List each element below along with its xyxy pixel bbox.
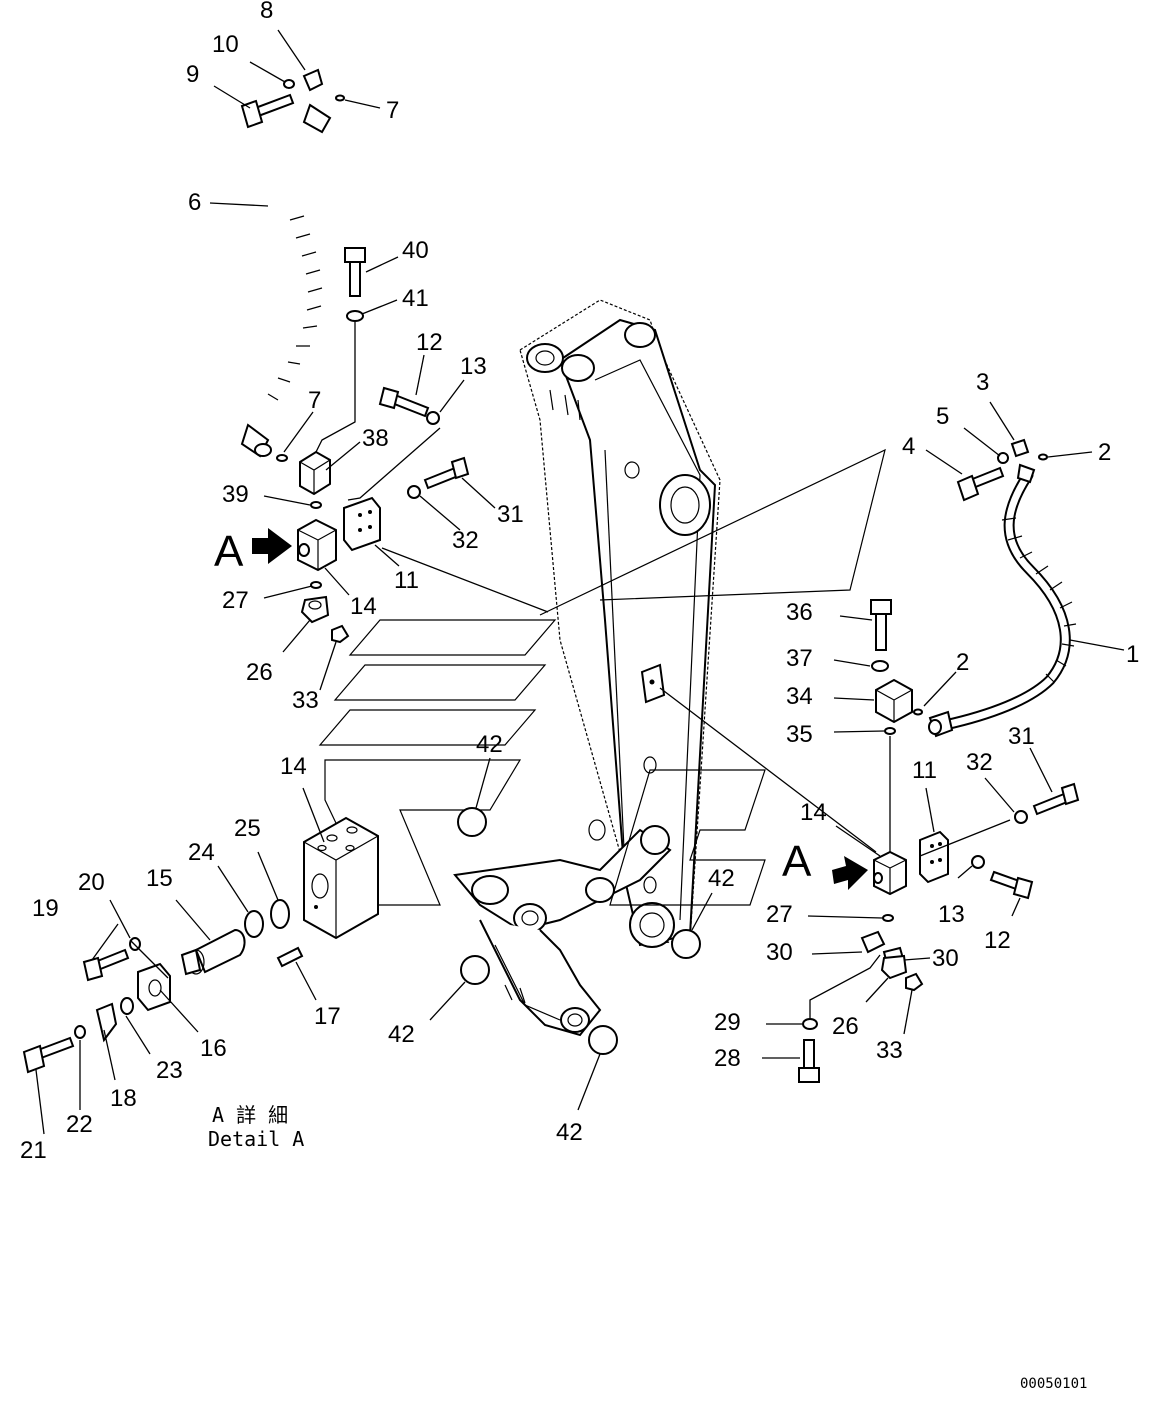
watermark-outline <box>318 448 886 906</box>
callout-11: 11 <box>394 567 419 594</box>
callout-33: 33 <box>876 1037 903 1064</box>
callout-27: 27 <box>766 901 793 928</box>
callout-42: 42 <box>388 1021 415 1048</box>
callout-13: 13 <box>938 901 965 928</box>
callout-8: 8 <box>260 0 273 24</box>
callout-32: 32 <box>452 527 479 554</box>
callout-42: 42 <box>708 865 735 892</box>
callout-26: 26 <box>246 659 273 686</box>
callout-3: 3 <box>976 369 989 396</box>
detail-a-parts <box>22 816 379 1074</box>
detail-caption-jp: A 詳 細 <box>212 1103 288 1127</box>
callout-11: 11 <box>912 757 937 784</box>
callout-14: 14 <box>800 799 827 826</box>
callout-27: 27 <box>222 587 249 614</box>
hose-1 <box>928 463 1077 738</box>
callout-18: 18 <box>110 1085 137 1112</box>
callout-30: 30 <box>932 945 959 972</box>
callout-23: 23 <box>156 1057 183 1084</box>
callout-10: 10 <box>212 31 239 58</box>
drawing-number: 00050101 <box>1020 1376 1087 1392</box>
callout-2: 2 <box>956 649 969 676</box>
callout-4: 4 <box>902 433 915 460</box>
view-arrow-left <box>252 528 292 564</box>
callout-37: 37 <box>786 645 813 672</box>
callout-labels: 8 10 9 7 6 40 41 12 13 7 38 39 31 32 11 … <box>20 0 1139 1164</box>
callout-14: 14 <box>350 593 377 620</box>
view-mark-a-right: A <box>782 837 812 886</box>
callout-7: 7 <box>308 387 321 414</box>
callout-25: 25 <box>234 815 261 842</box>
callout-32: 32 <box>966 749 993 776</box>
callout-21: 21 <box>20 1137 47 1164</box>
callout-17: 17 <box>314 1003 341 1030</box>
callout-1: 1 <box>1126 641 1139 668</box>
callout-31: 31 <box>497 501 524 528</box>
callout-22: 22 <box>66 1111 93 1138</box>
callout-30: 30 <box>766 939 793 966</box>
callout-41: 41 <box>402 285 429 312</box>
callout-35: 35 <box>786 721 813 748</box>
callout-28: 28 <box>714 1045 741 1072</box>
callout-15: 15 <box>146 865 173 892</box>
callout-5: 5 <box>936 403 949 430</box>
callout-26: 26 <box>832 1013 859 1040</box>
o-rings-42 <box>457 807 701 1055</box>
callout-12: 12 <box>416 329 443 356</box>
callout-9: 9 <box>186 61 199 88</box>
callout-20: 20 <box>78 869 105 896</box>
callout-42: 42 <box>476 731 503 758</box>
callout-6: 6 <box>188 189 201 216</box>
detail-caption-en: Detail A <box>208 1127 304 1151</box>
callout-13: 13 <box>460 353 487 380</box>
callout-42: 42 <box>556 1119 583 1146</box>
callout-19: 19 <box>32 895 59 922</box>
callout-14: 14 <box>280 753 307 780</box>
callout-7: 7 <box>386 97 399 124</box>
callout-29: 29 <box>714 1009 741 1036</box>
leader-lines <box>35 29 1125 1135</box>
hose-6 <box>240 103 332 458</box>
callout-24: 24 <box>188 839 215 866</box>
callout-34: 34 <box>786 683 813 710</box>
callout-33: 33 <box>292 687 319 714</box>
view-mark-a-left: A <box>214 527 244 576</box>
callout-12: 12 <box>984 927 1011 954</box>
callout-36: 36 <box>786 599 813 626</box>
callout-39: 39 <box>222 481 249 508</box>
callout-38: 38 <box>362 425 389 452</box>
view-arrow-right <box>832 856 868 890</box>
callout-16: 16 <box>200 1035 227 1062</box>
view-arrows <box>252 528 868 890</box>
callout-2: 2 <box>1098 439 1111 466</box>
callout-40: 40 <box>402 237 429 264</box>
arm-assembly <box>453 299 721 1037</box>
callout-31: 31 <box>1008 723 1035 750</box>
